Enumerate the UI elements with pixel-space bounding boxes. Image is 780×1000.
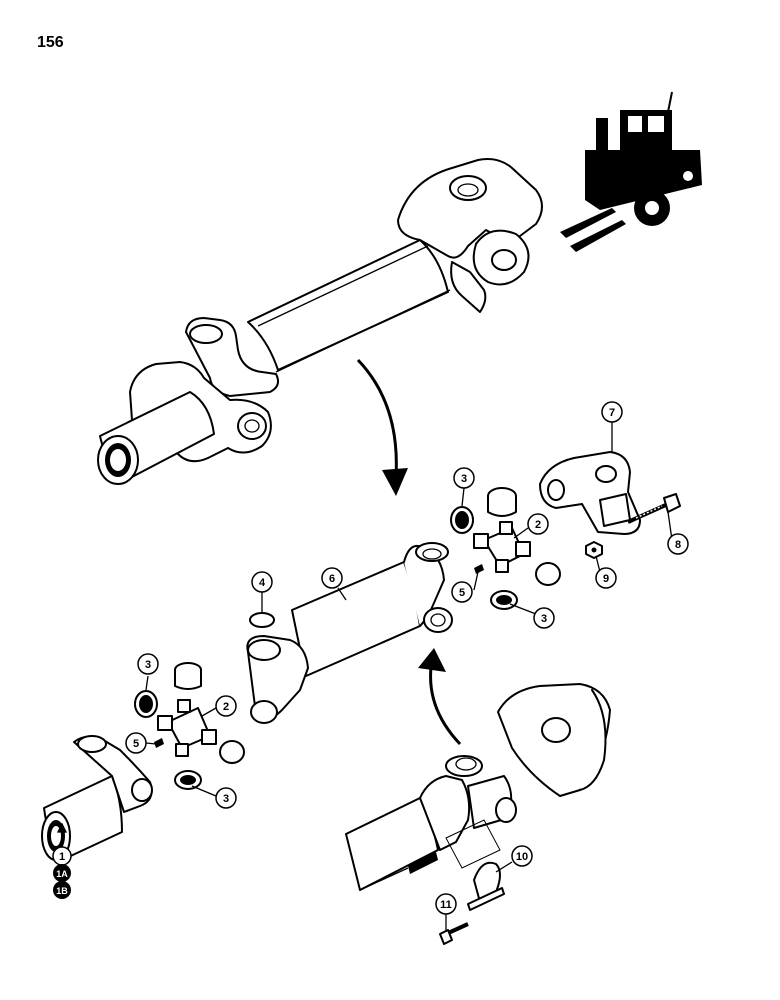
svg-text:10: 10: [516, 851, 528, 863]
forklift-icon: [560, 91, 702, 252]
flange-yoke: [539, 451, 641, 535]
svg-text:2: 2: [223, 701, 229, 713]
strap: [467, 861, 505, 911]
svg-text:3: 3: [461, 473, 467, 485]
page-number: 156: [37, 34, 64, 51]
callout-1: 1: [52, 846, 72, 866]
svg-text:3: 3: [541, 613, 547, 625]
svg-text:3: 3: [145, 659, 151, 671]
strap-bolt: [439, 922, 469, 945]
exploded-view-arrow-icon: [356, 358, 462, 746]
callout-5-upper: 5: [451, 581, 473, 603]
callout-8: 8: [667, 533, 689, 555]
callout-3-upper-bottom: 3: [533, 607, 555, 629]
callout-4: 4: [251, 571, 273, 593]
callout-3-lower-top: 3: [137, 653, 159, 675]
callout-3-upper-top: 3: [453, 467, 475, 489]
snap-ring: [249, 612, 275, 628]
flange-bolt: [627, 493, 681, 524]
callout-2-lower: 2: [215, 695, 237, 717]
callout-1b: 1B: [53, 881, 71, 899]
callout-1a: 1A: [53, 864, 71, 882]
leader-lines: [56, 422, 673, 930]
callout-6: 6: [321, 567, 343, 589]
svg-text:8: 8: [675, 539, 681, 551]
slip-yoke: [41, 735, 153, 861]
callout-7: 7: [601, 401, 623, 423]
assembled-drive-shaft: [97, 158, 543, 485]
strap-detail-view: [345, 683, 611, 891]
callout-10: 10: [511, 845, 533, 867]
lower-universal-joint-cross: [134, 662, 245, 790]
exploded-shaft-tube: [246, 542, 453, 724]
svg-text:5: 5: [133, 738, 139, 750]
callout-9: 9: [595, 567, 617, 589]
svg-text:5: 5: [459, 587, 465, 599]
svg-text:4: 4: [259, 577, 266, 589]
nut: [585, 541, 603, 559]
svg-text:1: 1: [59, 851, 65, 863]
svg-text:1A: 1A: [56, 869, 68, 879]
svg-text:3: 3: [223, 793, 229, 805]
svg-text:1B: 1B: [56, 886, 68, 896]
callout-2-upper: 2: [527, 513, 549, 535]
svg-text:6: 6: [329, 573, 335, 585]
svg-text:9: 9: [603, 573, 609, 585]
svg-text:2: 2: [535, 519, 541, 531]
callout-11: 11: [435, 893, 457, 915]
svg-text:7: 7: [609, 407, 615, 419]
svg-text:11: 11: [440, 899, 452, 911]
callout-3-lower-bottom: 3: [215, 787, 237, 809]
callout-5-lower: 5: [125, 732, 147, 754]
